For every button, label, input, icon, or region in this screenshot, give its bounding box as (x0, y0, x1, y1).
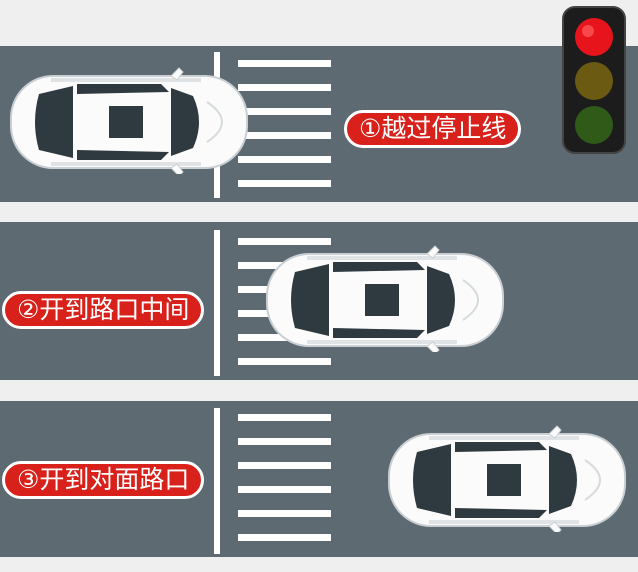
step-label-2: ②开到路口中间 (2, 291, 205, 329)
stop-line-3 (214, 408, 220, 554)
car-icon (10, 66, 248, 174)
stop-line-2 (214, 230, 220, 376)
car-icon (388, 424, 626, 532)
step-label-3: ③开到对面路口 (2, 461, 205, 499)
traffic-light-icon (562, 6, 626, 154)
step-label-1: ①越过停止线 (344, 110, 522, 148)
car-icon (266, 244, 504, 352)
